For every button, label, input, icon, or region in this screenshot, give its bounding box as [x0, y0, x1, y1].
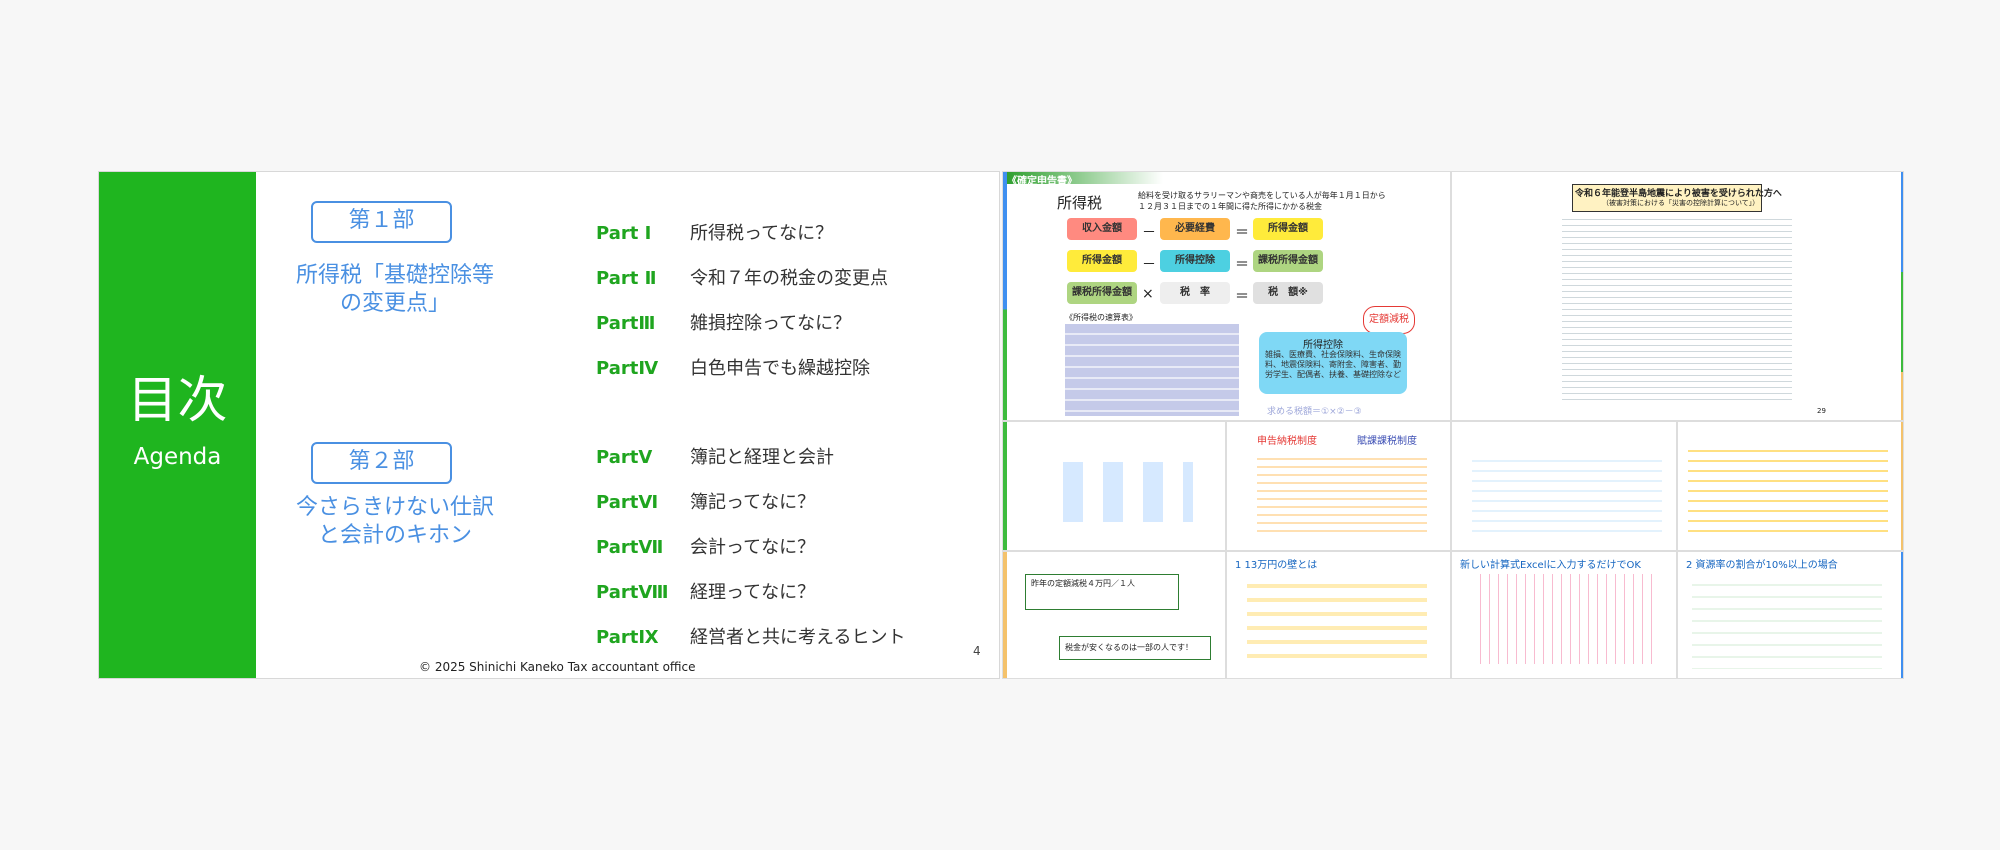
chip-shotoku-2: 所得金額 [1067, 250, 1137, 272]
slide-thumbnail-disaster[interactable]: 令和６年能登半島地震により被害を受けられた方へ （被害対策における「災害の控除計… [1451, 171, 1904, 421]
chip-kazei: 課税所得金額 [1067, 282, 1137, 304]
part2-desc-line1: 今さらきけない仕訳 [295, 495, 494, 520]
chip-zeiritsu: 税 率 [1160, 282, 1230, 304]
part-title: 令和７年の税金の変更点 [690, 268, 888, 289]
chip-zeigaku: 税 額※ [1253, 282, 1323, 304]
thumb-diagram [1692, 574, 1882, 669]
label-excel: 新しい計算式Excelに入力するだけでOK [1460, 560, 1641, 571]
part2-desc-line2: と会計のキホン [317, 523, 472, 548]
disaster-title-box [1572, 184, 1762, 212]
slide-thumbnail[interactable] [1002, 421, 1226, 551]
copyright: © 2025 Shinichi Kaneko Tax accountant of… [419, 660, 696, 674]
teigaku-label: 昨年の定額減税４万円／１人 [1031, 579, 1135, 588]
thumb-diagram [1257, 452, 1427, 532]
teigaku-box [1025, 574, 1179, 610]
part-number: Part Ⅰ [596, 223, 652, 244]
thumb-header-band [1003, 172, 1163, 184]
chip-shotoku: 所得金額 [1253, 218, 1323, 240]
disaster-title: 令和６年能登半島地震により被害を受けられた方へ [1575, 189, 1782, 199]
table-title: 《所得税の速算表》 [1065, 313, 1137, 322]
disaster-subtitle: （被害対策における「災害の控除計算について」） [1602, 199, 1760, 207]
chip-hitsuyo: 必要経費 [1160, 218, 1230, 240]
times-sign: × [1142, 286, 1154, 302]
zeikin-box [1059, 636, 1211, 660]
slide-thumbnail-130man[interactable]: 1 13万円の壁とは [1226, 551, 1451, 679]
equals-sign: ＝ [1235, 257, 1249, 273]
thumb-diagram [1688, 442, 1888, 532]
label-shinkoku: 申告納税制度 [1257, 436, 1317, 447]
part-title: 会計ってなに？ [690, 537, 816, 558]
edge-bar [1901, 172, 1903, 420]
part-title: 簿記ってなに？ [690, 492, 816, 513]
page-number: 4 [973, 644, 981, 658]
part-number: PartⅤ [596, 447, 653, 468]
thumb-page-number: 29 [1817, 407, 1826, 415]
thumb-title: 所得税 [1057, 194, 1103, 212]
thumb-diagram [1043, 462, 1193, 522]
part1-label: 第１部 [311, 201, 452, 243]
koujo-list: 雑損、医療費、社会保険料、生命保険料、地震保険料、寄附金、障害者、勤労学生、配偶… [1265, 350, 1401, 379]
part-title: 簿記と経理と会計 [690, 447, 834, 468]
slide-thumbnail-ratio[interactable]: 2 資源率の割合が10%以上の場合 [1677, 551, 1904, 679]
slide-subtitle: Agenda [133, 444, 222, 470]
thumb-diagram [1472, 574, 1652, 664]
minus-sign: － [1142, 257, 1156, 273]
slide-thumbnail-shotokuzei[interactable]: 《確定申告書》 所得税 給料を受け取るサラリーマンや商売をしている人が毎年１月１… [1002, 171, 1451, 421]
motomeru-formula: 求める税額＝①×②－③ [1267, 407, 1362, 417]
part-title: 雑損控除ってなに？ [690, 313, 852, 334]
slide-title: 目次 [127, 371, 228, 429]
part-number: PartⅢ [596, 313, 656, 334]
part-title: 経理ってなに？ [690, 582, 816, 603]
part-number: PartⅣ [596, 358, 659, 379]
title-bar: 目次 Agenda [99, 172, 256, 678]
chip-kazei-mae: 課税所得金額 [1253, 250, 1323, 272]
thumb-diagram [1247, 574, 1427, 664]
edge-bar [1003, 552, 1007, 678]
edge-bar [1003, 422, 1007, 550]
edge-bar [1901, 552, 1903, 678]
part-number: PartⅥ [596, 492, 659, 513]
chip-shunyu: 収入金額 [1067, 218, 1137, 240]
part2-description: 今さらきけない仕訳 と会計のキホン [279, 494, 511, 550]
equals-sign: ＝ [1235, 289, 1249, 305]
part-title: 経営者と共に考えるヒント [690, 627, 906, 648]
part-number: PartⅦ [596, 537, 664, 558]
kakutei-tag: 《確定申告書》 [1007, 176, 1077, 187]
slide-thumbnail-teigaku[interactable]: 昨年の定額減税４万円／１人 税金が安くなるのは一部の人です！ [1002, 551, 1226, 679]
minus-sign: － [1142, 225, 1156, 241]
chip-koujo: 所得控除 [1160, 250, 1230, 272]
part-number: PartⅨ [596, 627, 659, 648]
thumb-intro-line1: 給料を受け取るサラリーマンや商売をしている人が毎年１月１日から [1138, 191, 1386, 200]
part1-desc-line2: の変更点」 [339, 291, 450, 316]
label-130man: 1 13万円の壁とは [1235, 560, 1318, 571]
koujo-title: 所得控除 [1303, 340, 1343, 351]
edge-bar [1003, 172, 1007, 420]
part2-label: 第２部 [311, 442, 452, 484]
thumb-diagram [1472, 452, 1662, 532]
zeikin-label: 税金が安くなるのは一部の人です！ [1065, 643, 1193, 652]
part1-description: 所得税「基礎控除等 の変更点」 [279, 262, 511, 318]
slide-thumbnail-nouzei[interactable]: 申告納税制度 賦課課税制度 [1226, 421, 1451, 551]
part-title: 所得税ってなに？ [690, 223, 834, 244]
edge-bar [1901, 422, 1903, 550]
slide-thumbnail[interactable] [1677, 421, 1904, 551]
label-ratio: 2 資源率の割合が10%以上の場合 [1686, 560, 1838, 571]
part1-desc-line1: 所得税「基礎控除等 [295, 263, 494, 288]
koujo-box [1259, 332, 1407, 394]
slide-thumbnail-excel[interactable]: 新しい計算式Excelに入力するだけでOK [1451, 551, 1677, 679]
agenda-slide[interactable]: 目次 Agenda 第１部 所得税「基礎控除等 の変更点」 第２部 今さらきけな… [98, 171, 1000, 679]
teigaku-bubble: 定額減税 [1363, 306, 1415, 334]
label-fuka: 賦課課税制度 [1357, 436, 1417, 447]
slide-thumbnail[interactable] [1451, 421, 1677, 551]
part-number: Part Ⅱ [596, 268, 657, 289]
part-title: 白色申告でも繰越控除 [690, 358, 870, 379]
disaster-body-text [1562, 214, 1792, 404]
part-number: PartⅧ [596, 582, 669, 603]
speed-table [1065, 324, 1239, 416]
equals-sign: ＝ [1235, 225, 1249, 241]
thumb-intro-line2: １２月３１日までの１年間に得た所得にかかる税金 [1138, 202, 1322, 211]
